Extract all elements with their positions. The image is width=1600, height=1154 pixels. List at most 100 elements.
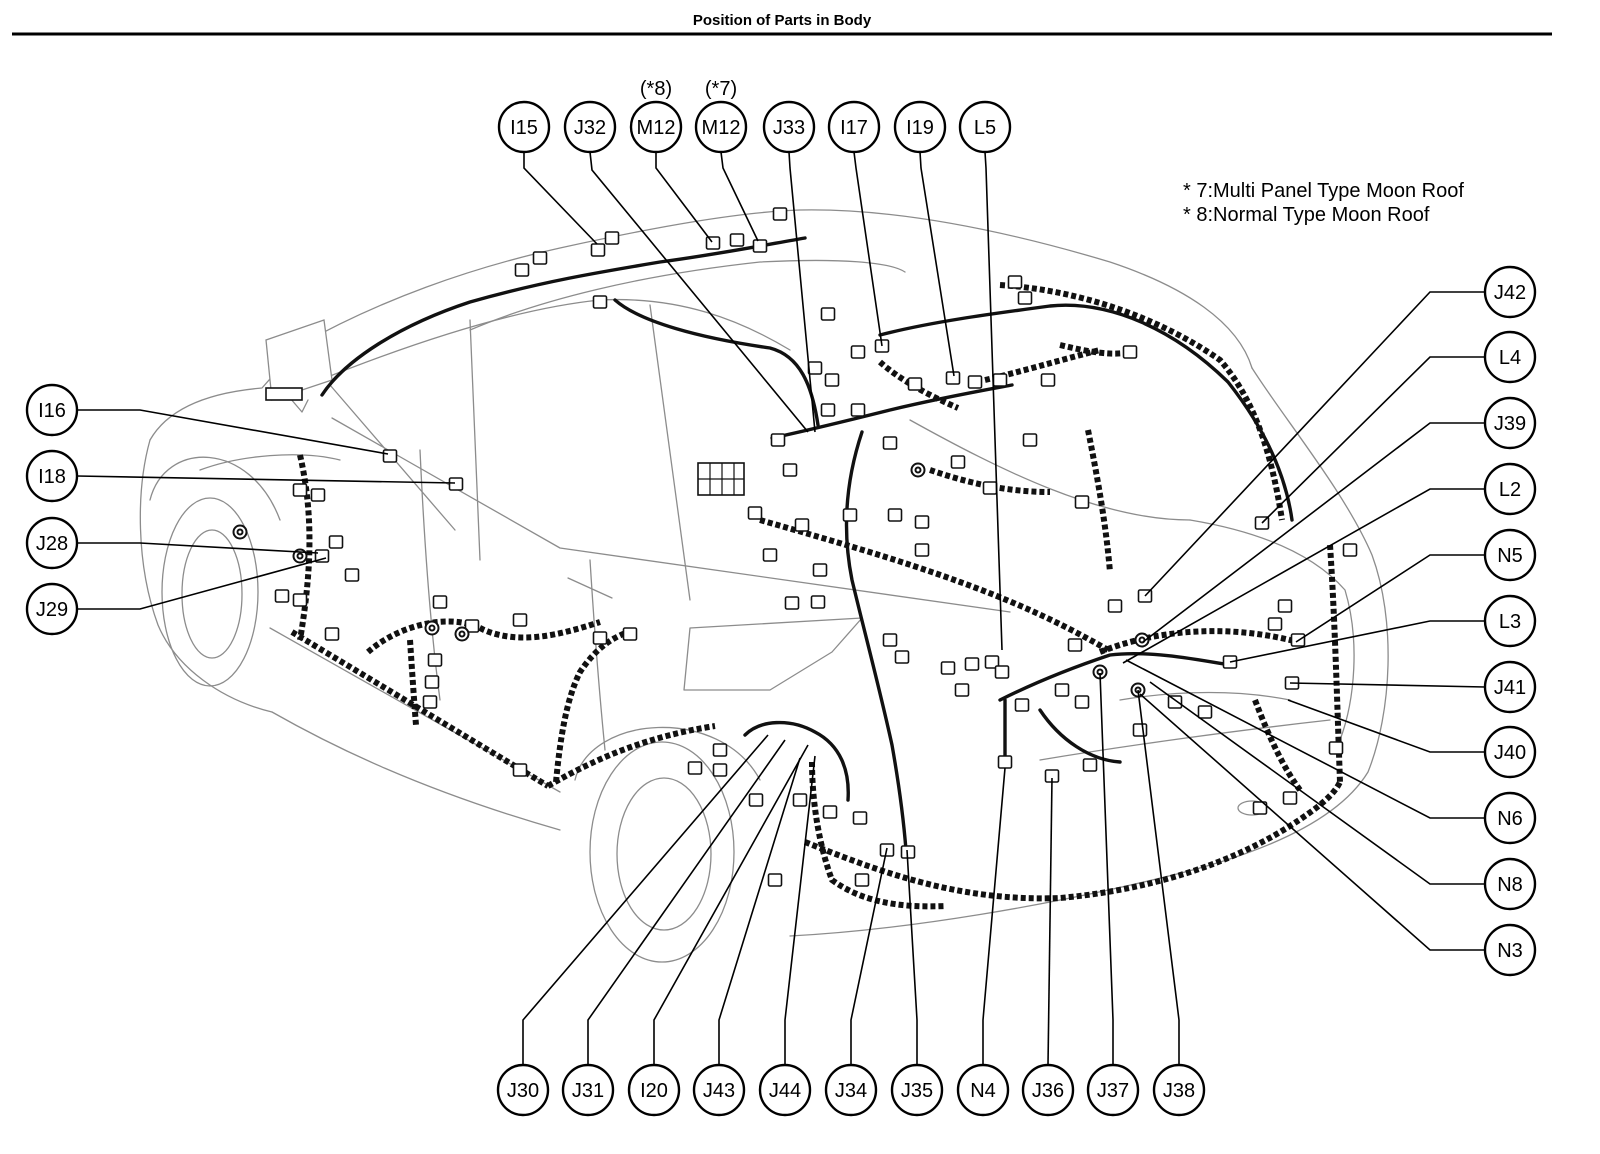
callout-circle [25,383,79,437]
leader-line-j41 [1289,682,1486,688]
callout-n4: N4 [956,1063,1010,1117]
callout-i17: I17 [827,100,881,154]
callout-label: L5 [974,117,996,139]
connector [842,508,858,522]
callout-label: M12 [702,117,741,139]
connector [274,589,290,603]
callout-circle [1483,594,1537,648]
callout-circle [890,1063,944,1117]
connector [940,661,956,675]
leader-line-n3 [1139,693,1485,951]
c-pillar [649,304,691,601]
callout-j42: J42 [1483,265,1537,319]
connector [1132,723,1148,737]
rear-wheel-rim [616,777,712,931]
leader-line-l2 [1122,488,1485,664]
leader-line-j38 [1137,689,1180,1065]
leader-line-j44 [784,755,816,1065]
callout-label: L4 [1499,347,1521,369]
door-handle [567,577,613,599]
callout-circle [627,1063,681,1117]
junction-block-cells [698,463,744,495]
rear-branch-harness [1038,708,1122,764]
callout-label: I15 [510,117,538,139]
leader-line-i18 [76,475,456,484]
callout-label: L3 [1499,611,1521,633]
rear-trim-line [1119,691,1291,701]
connector [512,763,528,777]
leader-line-j32 [589,151,809,433]
callout-i19: I19 [893,100,947,154]
lower-body-line [271,711,561,831]
connector [1328,741,1344,755]
leader-line-j28 [77,542,319,554]
callout-circle [563,100,617,154]
grommet-center [458,630,466,638]
callout-label: J40 [1494,742,1526,764]
leader-line-l5 [984,151,1003,651]
callout-n5: N5 [1483,528,1537,582]
callout-label: J33 [773,117,805,139]
connector [532,251,548,265]
rear-floor-harness [998,651,1232,702]
callout-label: J31 [572,1080,604,1102]
connector [1342,543,1358,557]
connector [292,593,308,607]
connector [422,695,438,709]
callout-j40: J40 [1483,725,1537,779]
callout-j31: J31 [561,1063,615,1117]
connector [792,793,808,807]
roof-harness-rear [878,303,1294,522]
moon-roof-frame [469,259,906,331]
connector [982,481,998,495]
connector [432,595,448,609]
callout-j44: J44 [758,1063,812,1117]
callout-l3: L3 [1483,594,1537,648]
leader-line-i16 [77,409,389,455]
callout-circle [561,1063,615,1117]
connector [1277,599,1293,613]
callout-m12-star7: M12(*7) [694,78,748,154]
connector [1082,758,1098,772]
front-silhouette [139,439,273,713]
callout-circle [1483,528,1537,582]
callout-l5: L5 [958,100,1012,154]
connector [907,377,923,391]
connector [729,233,745,247]
connector [850,345,866,359]
callout-circle [25,582,79,636]
connector [324,627,340,641]
callout-circle [1483,725,1537,779]
callout-j35: J35 [890,1063,944,1117]
connector [464,619,480,633]
callout-circle [958,100,1012,154]
connector [984,655,1000,669]
callout-circle [629,100,683,154]
connector [794,518,810,532]
connector [964,657,980,671]
belt-line [331,417,1011,613]
connector [747,506,763,520]
callout-circle [1021,1063,1075,1117]
callout-label: J42 [1494,282,1526,304]
connector [772,207,788,221]
callout-j32: J32 [563,100,617,154]
center-harness [844,430,908,852]
leader-line-j31 [587,739,786,1065]
leader-line-j42 [1144,291,1485,597]
connector [1107,599,1123,613]
callout-circle [824,1063,878,1117]
rear-pillar-tape [1085,429,1113,573]
connector [822,805,838,819]
callout-label: N3 [1497,940,1523,962]
roof-harness-front [320,236,807,397]
leader-line-j40 [1287,699,1485,753]
connector [590,243,606,257]
rear-wheel-arch [574,726,761,781]
connector [820,307,836,321]
connector [1074,495,1090,509]
connector [782,463,798,477]
connector [850,403,866,417]
callout-label: N6 [1497,808,1523,830]
